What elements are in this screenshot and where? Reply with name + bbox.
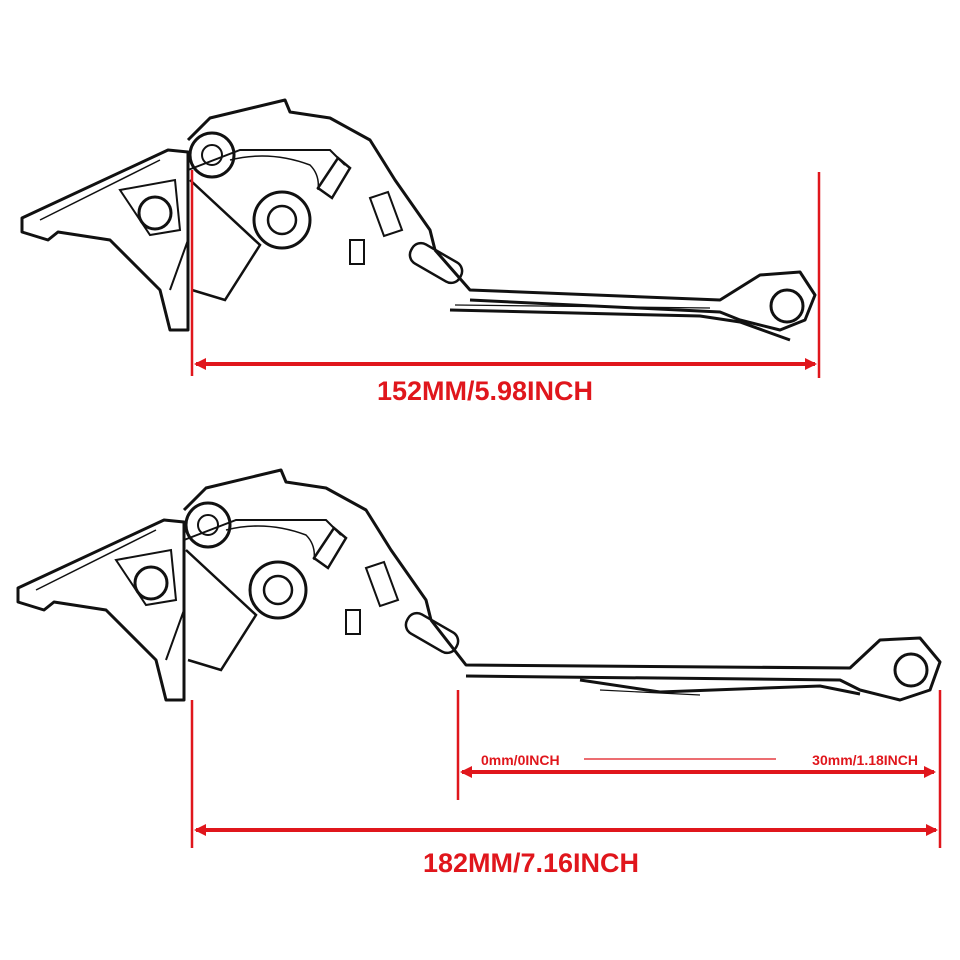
range-min-label: 0mm/0INCH <box>481 752 560 768</box>
long-length-dimension: 182MM/7.16INCH <box>190 690 942 878</box>
short-length-label: 152MM/5.98INCH <box>377 376 593 406</box>
short-length-dimension: 152MM/5.98INCH <box>190 170 821 406</box>
long-length-label: 182MM/7.16INCH <box>423 848 639 878</box>
range-max-label: 30mm/1.18INCH <box>812 752 918 768</box>
short-lever-illustration <box>20 98 817 342</box>
adjust-range-dimension: 0mm/0INCH 30mm/1.18INCH <box>456 690 936 800</box>
long-lever-illustration <box>16 468 942 702</box>
